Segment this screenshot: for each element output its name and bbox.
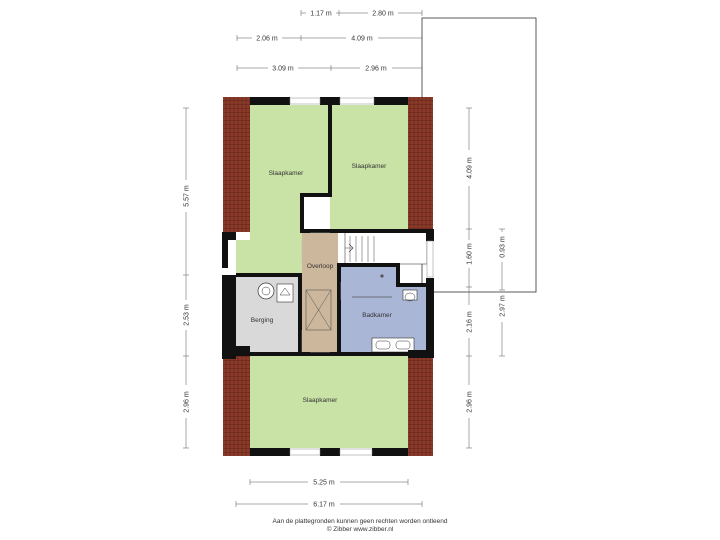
dim-top-row3-right: 2.96 m — [365, 66, 387, 73]
walls — [222, 97, 434, 456]
toilet-icon — [402, 289, 418, 301]
dim-left-bottom: 2.96 m — [184, 391, 191, 413]
room-slaapkamer-top-left — [236, 105, 330, 275]
roof-hatch — [305, 289, 332, 331]
room-label-badkamer: Badkamer — [362, 312, 392, 319]
room-label-slaapkamer-top-right: Slaapkamer — [352, 163, 388, 170]
room-label-slaapkamer-top-left: Slaapkamer — [269, 170, 305, 177]
doors — [301, 232, 342, 353]
dim-top-row2-left: 2.06 m — [256, 36, 278, 43]
roof-right-bottom — [408, 356, 433, 456]
dim-top-row1-left: 1.17 m — [310, 11, 332, 18]
room-label-berging: Berging — [251, 317, 274, 324]
double-sink-icon — [371, 337, 415, 353]
washing-machine-icon — [276, 283, 294, 303]
disclaimer-text: Aan de plattegronden kunnen geen rechten… — [272, 518, 448, 525]
room-overloop — [302, 232, 338, 354]
dim-right-bottom: 2.96 m — [467, 391, 474, 413]
room-label-slaapkamer-bottom: Slaapkamer — [303, 397, 339, 404]
stair-treads — [349, 236, 375, 262]
roof-hatch-cross — [305, 289, 332, 331]
stair-arrow-icon — [345, 243, 354, 253]
roof-left-bottom — [223, 356, 250, 456]
roof-left-top — [223, 97, 250, 232]
dim-bottom-outer: 6.17 m — [313, 502, 335, 509]
room-slaapkamer-top-right — [330, 105, 408, 229]
balcony-outline — [421, 17, 537, 293]
dim-right-top: 4.09 m — [467, 157, 474, 179]
dim-right-mid2: 2.16 m — [467, 311, 474, 333]
dim-bottom-inner: 5.25 m — [313, 480, 335, 487]
dim-left-middle: 2.53 m — [184, 304, 191, 326]
room-slaapkamer-bottom — [250, 356, 408, 448]
dimension-lines — [183, 10, 505, 507]
dim-top-row2-right: 4.09 m — [351, 36, 373, 43]
boiler-icon — [257, 282, 275, 300]
credit-text: © Zibber www.zibber.nl — [326, 526, 394, 533]
dim-top-row3-left: 3.09 m — [272, 66, 294, 73]
dim-right-mid1: 1.60 m — [467, 243, 474, 265]
room-badkamer — [340, 265, 426, 354]
dim-left-top: 5.57 m — [184, 185, 191, 207]
shower-head-icon — [380, 274, 384, 278]
roof-right-top — [408, 97, 433, 232]
room-label-overloop: Overloop — [307, 263, 334, 270]
dim-far-right-top: 0.93 m — [500, 236, 507, 258]
staircase — [344, 231, 428, 265]
dim-far-right-bottom: 2.97 m — [500, 295, 507, 317]
windows — [289, 97, 434, 456]
dim-top-row1-right: 2.80 m — [372, 11, 394, 18]
